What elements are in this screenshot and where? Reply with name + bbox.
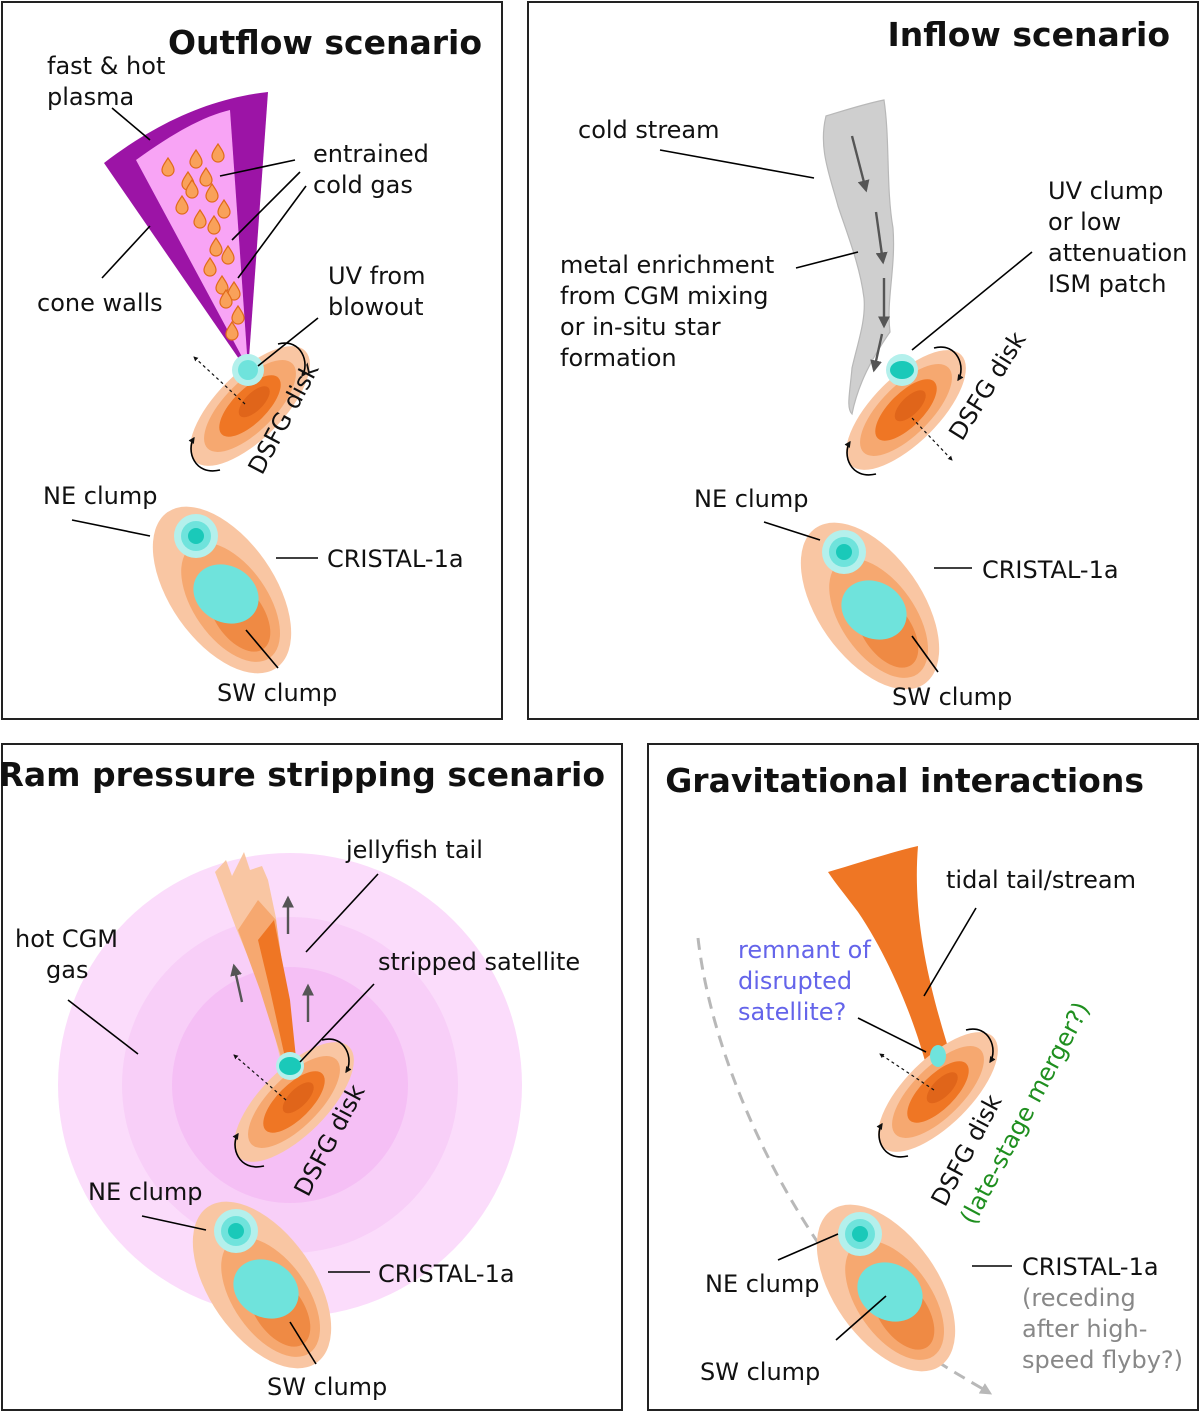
panel-title: Inflow scenario bbox=[888, 15, 1170, 54]
receding-label-1: (receding bbox=[1022, 1284, 1136, 1312]
metal-label-1: metal enrichment bbox=[560, 251, 774, 279]
motion-arrow bbox=[879, 1053, 935, 1091]
uv-blowout-spot bbox=[238, 360, 258, 380]
uv-clump bbox=[890, 361, 914, 379]
metal-label-4: formation bbox=[560, 344, 677, 372]
jellyfish-tail-label: jellyfish tail bbox=[345, 836, 483, 864]
fast-hot-plasma-label-1: fast & hot bbox=[47, 52, 165, 80]
sw-clump-label: SW clump bbox=[700, 1358, 820, 1386]
uv-clump-label-1: UV clump bbox=[1048, 177, 1163, 205]
panel-outflow: Outflow scenario bbox=[1, 1, 503, 720]
stripped-satellite-label: stripped satellite bbox=[378, 948, 580, 976]
uv-blowout-label-1: UV from bbox=[328, 262, 425, 290]
cold-stream-label: cold stream bbox=[578, 116, 720, 144]
stream-flow-arrows bbox=[850, 135, 890, 373]
uv-clump-label-2: or low bbox=[1048, 208, 1121, 236]
ne-clump-label: NE clump bbox=[694, 485, 808, 513]
panel-title: Ram pressure stripping scenario bbox=[0, 755, 605, 794]
entrained-label-1: entrained bbox=[313, 140, 429, 168]
remnant-label-2: disrupted bbox=[738, 967, 852, 995]
hot-cgm-label-2: gas bbox=[46, 956, 88, 984]
fast-hot-plasma-label-2: plasma bbox=[47, 83, 134, 111]
panel-gravitational: Gravitational interactions tidal tail/st… bbox=[647, 743, 1199, 1411]
ne-clump-label: NE clump bbox=[43, 482, 157, 510]
receding-label-3: speed flyby?) bbox=[1022, 1346, 1183, 1374]
cristal-1a-label: CRISTAL-1a bbox=[1022, 1253, 1159, 1281]
uv-clump-label-3: attenuation bbox=[1048, 239, 1187, 267]
metal-label-3: or in-situ star bbox=[560, 313, 721, 341]
panel-title: Gravitational interactions bbox=[665, 761, 1144, 800]
hot-cgm-label-1: hot CGM bbox=[15, 925, 118, 953]
sw-clump-label: SW clump bbox=[267, 1373, 387, 1401]
remnant-label-3: satellite? bbox=[738, 998, 846, 1026]
sw-clump-label: SW clump bbox=[217, 679, 337, 707]
entrained-cold-gas-droplets bbox=[161, 142, 245, 341]
jellyfish-tail-core bbox=[258, 920, 296, 1062]
panel-title: Outflow scenario bbox=[168, 23, 482, 62]
remnant-label-1: remnant of bbox=[738, 936, 871, 964]
panel-inflow: Inflow scenario cold stream UV clump or … bbox=[527, 1, 1199, 720]
cristal-1a-label: CRISTAL-1a bbox=[378, 1260, 515, 1288]
disk-axis-arrow bbox=[911, 417, 953, 461]
cristal-1a-label: CRISTAL-1a bbox=[982, 556, 1119, 584]
panel-ram-pressure: Ram pressure stripping scenario jellyfis… bbox=[0, 743, 623, 1411]
sw-clump-label: SW clump bbox=[892, 683, 1012, 711]
receding-label-2: after high- bbox=[1022, 1315, 1147, 1343]
tidal-tail-label: tidal tail/stream bbox=[946, 866, 1136, 894]
metal-label-2: from CGM mixing bbox=[560, 282, 769, 310]
uv-clump-label-4: ISM patch bbox=[1048, 270, 1166, 298]
stripping-direction-arrows bbox=[230, 895, 314, 1022]
cristal-1a-label: CRISTAL-1a bbox=[327, 545, 464, 573]
tidal-tail bbox=[828, 846, 952, 1072]
ne-clump-label: NE clump bbox=[88, 1178, 202, 1206]
cone-walls-label: cone walls bbox=[37, 289, 163, 317]
ne-clump-label: NE clump bbox=[705, 1270, 819, 1298]
remnant-satellite bbox=[930, 1045, 946, 1067]
cold-stream bbox=[822, 99, 895, 416]
stripped-satellite bbox=[279, 1057, 301, 1075]
uv-blowout-label-2: blowout bbox=[328, 293, 424, 321]
entrained-label-2: cold gas bbox=[313, 171, 413, 199]
